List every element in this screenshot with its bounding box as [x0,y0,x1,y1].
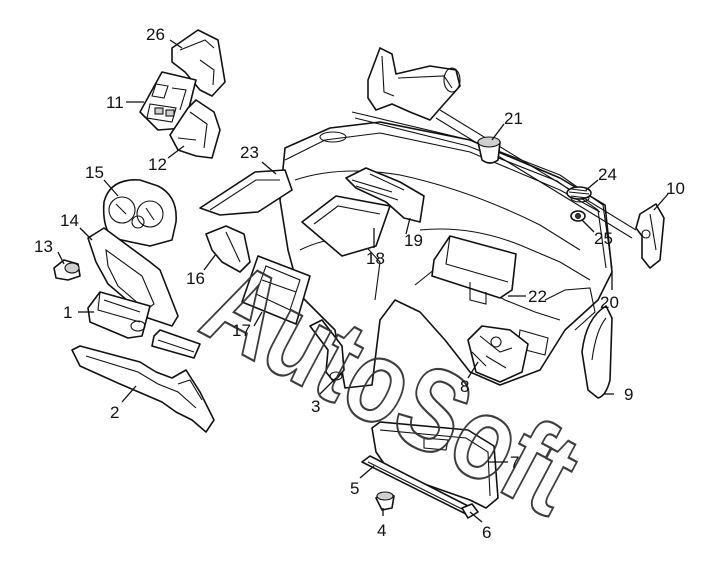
callout-24: 24 [598,165,617,184]
leader-lines [57,39,669,523]
leader-23 [261,161,277,175]
callout-6: 6 [482,523,491,542]
leader-13 [57,251,65,265]
callout-23: 23 [240,143,259,162]
callout-25: 25 [594,229,613,248]
callout-12: 12 [148,155,167,174]
callout-16: 16 [186,269,205,288]
switch-module [87,291,151,339]
round-cap [477,136,501,164]
upper-duct [367,47,461,121]
center-bezel [241,255,311,325]
fastener [375,491,395,511]
leader-15 [103,179,119,197]
callout-20: 20 [600,293,619,312]
callout-4: 4 [377,521,386,540]
air-vent [345,167,425,223]
leader-19 [405,217,411,235]
callout-21: 21 [504,109,523,128]
callout-15: 15 [85,163,104,182]
end-cap [581,305,613,399]
callout-5: 5 [350,479,359,498]
callout-3: 3 [311,397,320,416]
callout-2: 2 [110,403,119,422]
leader-3 [319,377,337,395]
callout-26: 26 [146,25,165,44]
callout-9: 9 [624,385,633,404]
sensor-clip [570,210,586,222]
lower-trim-panel [71,345,215,433]
leader-10 [653,193,669,211]
callout-7: 7 [510,453,519,472]
callout-14: 14 [60,211,79,230]
callout-18: 18 [366,249,385,268]
callout-13: 13 [34,237,53,256]
control-module [431,235,517,305]
glove-box-latch [461,503,479,519]
upper-bracket [171,29,226,97]
leader-8 [467,361,479,379]
callout-10: 10 [666,179,685,198]
dashboard-left-end [199,169,293,216]
leader-17 [253,311,263,327]
callout-22: 22 [528,287,547,306]
callout-labels: 1 2 3 4 5 6 7 8 9 10 11 12 13 14 15 16 1… [34,25,685,542]
switch-bracket [169,99,221,159]
callout-19: 19 [404,231,423,250]
small-plug [53,259,81,281]
leader-14 [79,227,93,241]
leader-5 [359,465,375,479]
callout-8: 8 [460,377,469,396]
callout-17: 17 [232,321,251,340]
leader-21 [491,123,505,141]
instrument-cluster [102,179,177,247]
leader-16 [203,253,217,271]
switch-panel [139,71,197,131]
center-upper-panel [301,195,391,257]
leader-2 [121,385,137,403]
leader-25 [581,219,595,233]
side-cover [205,225,251,273]
speaker-grille [566,186,592,200]
vent-cover [151,329,201,359]
support-bracket [309,319,345,383]
leader-26 [169,39,183,49]
callout-11: 11 [106,93,124,112]
leader-24 [585,179,599,191]
right-bracket [635,203,665,269]
harness-block [467,325,529,383]
cross-rod [435,109,637,239]
leader-6 [469,511,483,523]
leader-12 [167,145,185,159]
callout-1: 1 [63,303,72,322]
